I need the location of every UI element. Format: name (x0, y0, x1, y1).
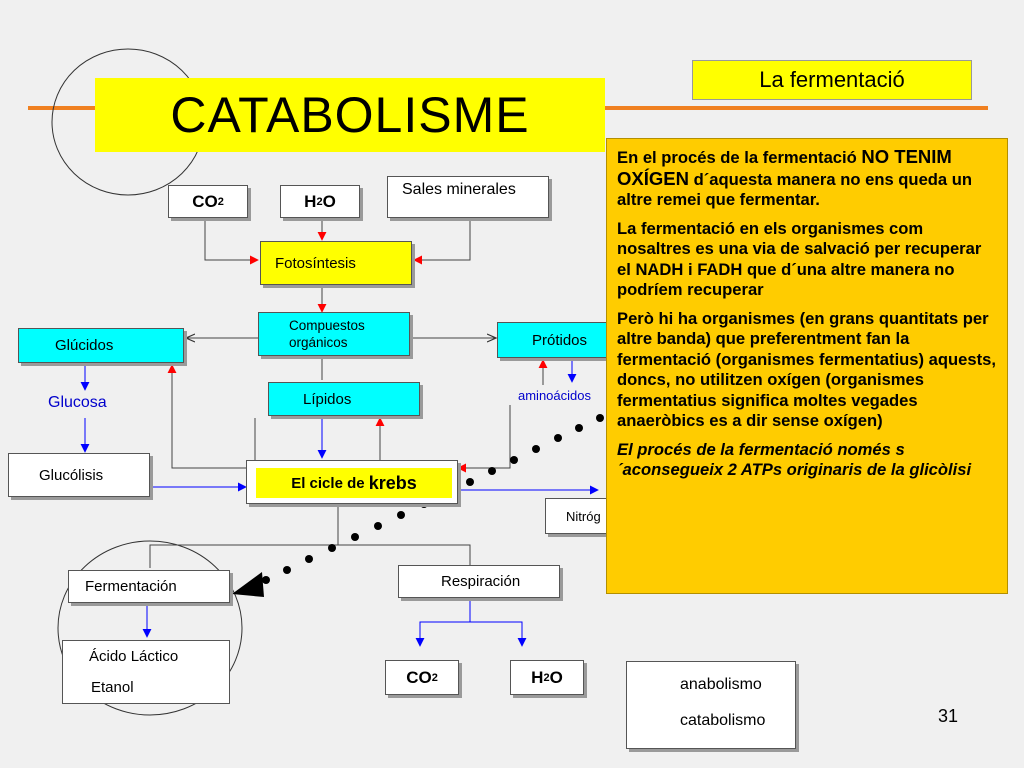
fermentacion-box: Fermentación (68, 570, 230, 603)
dotted-arrow (232, 414, 604, 597)
h2o-bottom-sub: 2 (543, 671, 550, 684)
respiracion-box: Respiración (398, 565, 560, 598)
h2o-top-o: O (322, 191, 336, 211)
fotosintesis-label: Fotosíntesis (275, 254, 356, 272)
legend-catabolismo-label: catabolismo (680, 712, 766, 729)
lipidos-box: Lípidos (268, 382, 420, 416)
co2-to-fotosintesis (204, 218, 259, 265)
co2-top-text: CO (192, 191, 218, 211)
legend-box (626, 661, 796, 749)
panel-p1-b: NO TENIM OXÍGEN (617, 146, 952, 189)
acido-lactico-label: Ácido Láctico (89, 648, 179, 665)
glucidos-label: Glúcidos (55, 337, 114, 354)
nitrogeno-box: Nitróg (545, 498, 609, 534)
h2o-bottom-o: O (549, 667, 563, 687)
protidos-box: Prótidos (497, 322, 607, 358)
subtitle-box: La fermentació (692, 60, 972, 100)
fermentation-circle (57, 540, 243, 716)
cicle-krebs-prefix: El cicle de (291, 474, 369, 492)
slide-title: CATABOLISME (170, 87, 530, 143)
protidos-label: Prótidos (532, 331, 588, 349)
co2-top-sub: 2 (217, 195, 224, 208)
krebs-to-glucidos (167, 364, 250, 469)
slide-subtitle: La fermentació (759, 67, 905, 92)
sales-minerales-label: Sales minerales (402, 181, 516, 198)
respiracion-label: Respiración (441, 573, 521, 590)
glucidos-box: Glúcidos (18, 328, 184, 363)
panel-p1-a: En el procés de la fermentació (617, 148, 862, 167)
etanol-label: Etanol (91, 679, 134, 696)
glucosa-label: Glucosa (48, 394, 107, 411)
lipidos-label: Lípidos (303, 390, 352, 408)
aminoacidos-label: aminoácidos (518, 388, 591, 403)
panel-p4-text: El procés de la fermentació només s´acon… (617, 439, 972, 480)
glucolisis-box: Glucólisis (8, 453, 150, 497)
title-box: CATABOLISME (95, 78, 605, 152)
compuestos-organicos-box: Compuestos orgánicos (258, 312, 410, 356)
h2o-top-sub: 2 (316, 195, 323, 208)
legend-anabolismo-label: anabolismo (680, 676, 762, 693)
nitrogeno-label: Nitróg (566, 508, 601, 524)
sales-minerales-box: Sales minerales (387, 176, 549, 218)
page-number: 31 (938, 706, 959, 726)
acido-lactico-box: Ácido Láctico Etanol (62, 640, 230, 704)
panel-p1-c: d´aquesta manera no ens queda un altre r… (617, 169, 973, 210)
co2-bottom-sub: 2 (431, 671, 438, 684)
respiracion-to-h2o (470, 621, 527, 647)
fermentacion-label: Fermentación (85, 578, 177, 595)
panel-paragraph-2: La fermentació en els organismes com nos… (617, 218, 982, 300)
h2o-bottom-h: H (531, 667, 544, 687)
krebs-down-split (149, 505, 339, 568)
respiracion-to-co2 (415, 598, 471, 647)
sales-to-fotosintesis (413, 218, 471, 265)
krebs-to-respiracion (338, 544, 471, 565)
aminoacidos-to-krebs (457, 405, 511, 473)
compuestos-label-2: orgánicos (289, 335, 348, 350)
h2o-top-h: H (304, 191, 317, 211)
fotosintesis-box: Fotosíntesis (260, 241, 412, 285)
info-panel: En el procés de la fermentació NO TENIM … (606, 138, 1008, 594)
cicle-krebs-label-box: El cicle de krebs (256, 468, 452, 498)
compuestos-label-1: Compuestos (289, 318, 365, 333)
co2-bottom-text: CO (406, 667, 432, 687)
panel-paragraph-3: Però hi ha organismes (en grans quantita… (617, 308, 996, 431)
panel-paragraph-4: El procés de la fermentació només s´acon… (617, 440, 997, 481)
glucolisis-label: Glucólisis (39, 466, 104, 484)
panel-paragraph-1: En el procés de la fermentació NO TENIM … (617, 146, 997, 211)
cicle-krebs-word: krebs (368, 472, 417, 493)
